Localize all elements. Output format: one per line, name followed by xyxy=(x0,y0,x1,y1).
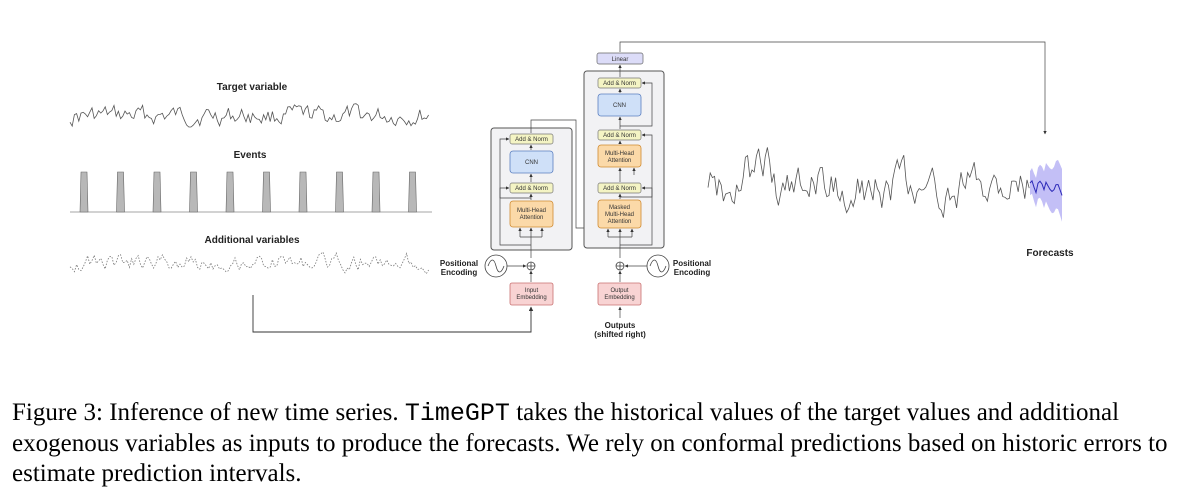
svg-text:Encoding: Encoding xyxy=(441,268,478,277)
event-bar xyxy=(116,171,125,213)
output-embedding xyxy=(597,282,642,306)
event-bar xyxy=(335,171,344,213)
decoder-connections xyxy=(606,41,1047,258)
svg-text:Output: Output xyxy=(610,288,628,294)
encoder-cnn xyxy=(509,150,554,174)
event-bar xyxy=(262,171,271,213)
svg-text:Add & Norm: Add & Norm xyxy=(603,186,636,192)
event-bars xyxy=(79,171,417,213)
svg-text:Attention: Attention xyxy=(608,219,632,225)
svg-text:Attention: Attention xyxy=(608,158,632,164)
additional-variables-label: Additional variables xyxy=(204,235,299,246)
events-label: Events xyxy=(234,150,267,161)
event-bar xyxy=(225,171,235,213)
svg-text:CNN: CNN xyxy=(525,160,538,166)
svg-text:Multi-Head: Multi-Head xyxy=(605,151,634,157)
decoder-add-norm-3 xyxy=(597,182,642,194)
encoder-add-norm-bottom xyxy=(509,182,554,194)
event-bar xyxy=(152,171,162,213)
svg-text:Multi-Head: Multi-Head xyxy=(605,212,634,218)
encoder-multi-head-attention xyxy=(509,200,554,228)
event-bar xyxy=(79,171,89,213)
timegpt-inference-diagram: Target variable Events Additional variab… xyxy=(69,41,1074,339)
decoder-add-norm-1 xyxy=(597,77,642,89)
caption-text-end: takes the historical values of the targe… xyxy=(12,399,1168,487)
decoder-linear xyxy=(596,52,644,65)
target-variable-series xyxy=(69,103,429,128)
target-variable-label: Target variable xyxy=(217,82,288,93)
svg-text:Add & Norm: Add & Norm xyxy=(603,81,636,87)
svg-text:Add & Norm: Add & Norm xyxy=(515,186,548,192)
svg-text:Add & Norm: Add & Norm xyxy=(515,137,548,143)
decoder-masked-attention xyxy=(597,199,642,229)
event-bar xyxy=(189,171,198,213)
forecast-series xyxy=(1029,179,1063,196)
decoder-positional-encoding-label: Positional xyxy=(673,259,711,268)
decoder-cnn xyxy=(597,93,642,117)
decoder-add-norm-2 xyxy=(597,129,642,141)
inputs-to-embedding-arrow xyxy=(252,295,534,333)
svg-text:Input: Input xyxy=(525,288,539,294)
outputs-label: Outputs xyxy=(605,321,636,330)
figure-caption: Figure 3: Inference of new time series. … xyxy=(12,398,1182,489)
event-bar xyxy=(298,171,308,213)
caption-text-start: Figure 3: Inference of new time series. xyxy=(12,399,405,426)
svg-text:CNN: CNN xyxy=(613,103,626,109)
encoder-positional-encoding-label: Positional xyxy=(440,259,478,268)
svg-text:Multi-Head: Multi-Head xyxy=(517,208,546,214)
svg-text:Attention: Attention xyxy=(520,215,544,221)
svg-text:Linear: Linear xyxy=(612,57,629,63)
svg-text:Add & Norm: Add & Norm xyxy=(603,133,636,139)
svg-text:Embedding: Embedding xyxy=(516,295,546,301)
forecasts-label: Forecasts xyxy=(1026,248,1074,259)
history-series xyxy=(707,147,1030,218)
input-embedding xyxy=(509,282,554,306)
svg-text:Masked: Masked xyxy=(609,205,630,211)
event-bar xyxy=(371,171,381,213)
outputs-shifted-label: (shifted right) xyxy=(594,330,646,339)
caption-model-name: TimeGPT xyxy=(404,399,510,428)
forecast-interval-band xyxy=(1030,159,1062,222)
decoder-cross-attention xyxy=(597,144,642,168)
svg-text:Encoding: Encoding xyxy=(674,268,711,277)
additional-variables-series xyxy=(69,251,429,275)
event-bar xyxy=(408,171,417,213)
svg-text:Embedding: Embedding xyxy=(604,295,634,301)
encoder-add-norm-top xyxy=(509,133,554,145)
